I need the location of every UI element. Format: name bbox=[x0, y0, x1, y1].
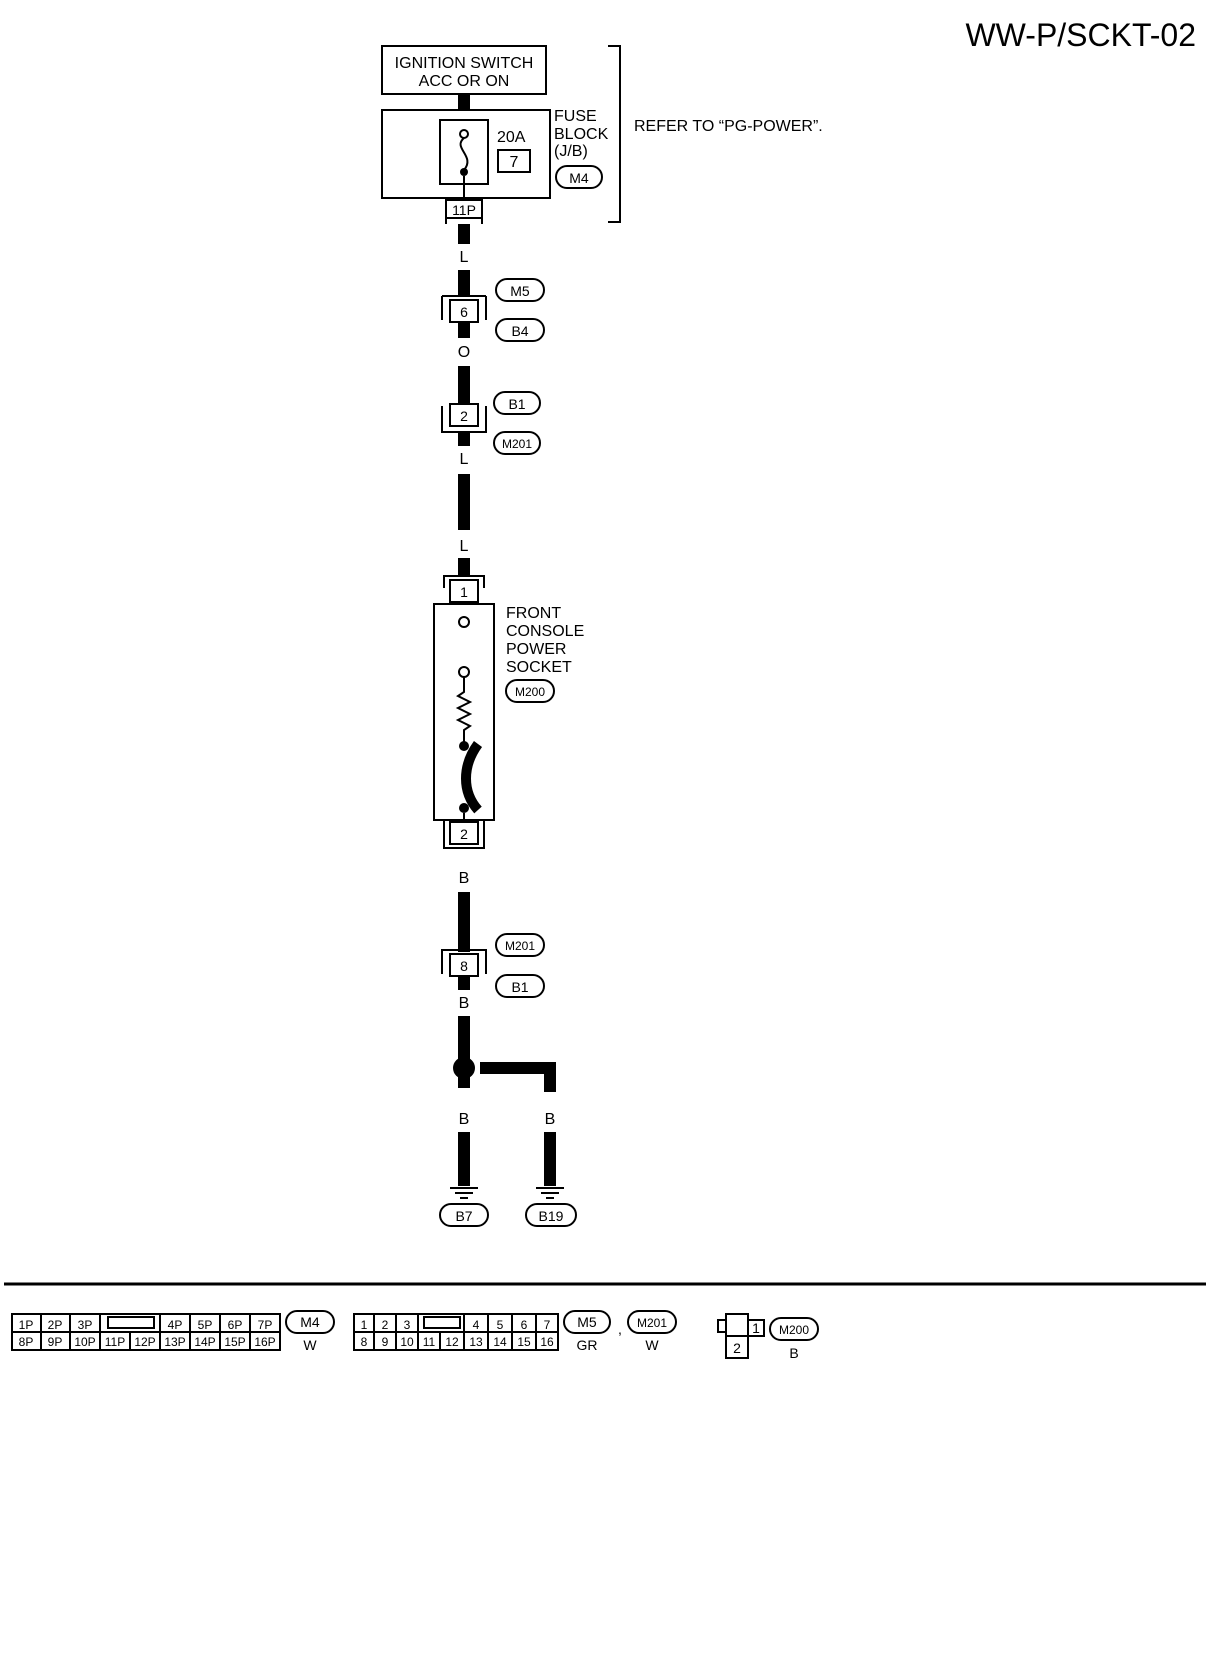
joint-connector-1: M5 6 B4 bbox=[441, 278, 545, 342]
legend-cell: 1P bbox=[19, 1318, 34, 1332]
legend-cell: 8 bbox=[361, 1335, 368, 1349]
socket-label-4: SOCKET bbox=[506, 659, 572, 676]
wire-color-5: B bbox=[459, 870, 470, 887]
bracket bbox=[608, 45, 621, 223]
joint-2-bottom: M201 bbox=[502, 437, 532, 451]
socket-pin-bottom: 2 bbox=[460, 826, 468, 842]
resistor-icon bbox=[455, 677, 473, 744]
wire-color-7: B bbox=[459, 1111, 470, 1128]
legend-cell: 13 bbox=[469, 1335, 483, 1349]
fuse-number: 7 bbox=[510, 154, 519, 171]
legend-cell: 12P bbox=[134, 1335, 155, 1349]
fuse-block-label-1: FUSE bbox=[554, 108, 597, 125]
joint-1-top: M5 bbox=[510, 283, 530, 299]
socket-label-2: CONSOLE bbox=[506, 623, 584, 640]
connector-badge bbox=[555, 165, 603, 189]
legend-cell: 4 bbox=[473, 1318, 480, 1332]
legend-connector-name: M200 bbox=[779, 1323, 809, 1337]
legend-cell: 5P bbox=[198, 1318, 213, 1332]
legend-cell: 3P bbox=[78, 1318, 93, 1332]
wire-color-6: B bbox=[459, 995, 470, 1012]
legend-cell: 14 bbox=[493, 1335, 507, 1349]
joint-2-pin: 2 bbox=[460, 408, 468, 424]
legend-cell: 11P bbox=[105, 1335, 125, 1349]
legend-connector-color: B bbox=[789, 1345, 798, 1361]
legend-connector-name: M201 bbox=[637, 1316, 667, 1330]
legend-cell: 10 bbox=[400, 1335, 414, 1349]
legend-connector-16: 1 2 3 4 5 6 7 8 9 10 11 12 13 14 15 16 M… bbox=[353, 1310, 677, 1353]
legend-cell: 13P bbox=[164, 1335, 185, 1349]
legend-cell: 2 bbox=[382, 1318, 389, 1332]
socket-connector: M200 bbox=[515, 685, 545, 699]
legend-cell: 16 bbox=[540, 1335, 554, 1349]
legend-cell: 15 bbox=[517, 1335, 531, 1349]
fuse-connector: M4 bbox=[569, 170, 589, 186]
fuse-block-label-3: (J/B) bbox=[554, 143, 588, 160]
legend-cell: 1 bbox=[752, 1320, 760, 1336]
legend-cell: 11 bbox=[423, 1335, 436, 1349]
joint-3-pin: 8 bbox=[460, 958, 468, 974]
ignition-label-2: ACC OR ON bbox=[419, 73, 510, 90]
legend-cell: 1 bbox=[361, 1318, 368, 1332]
legend-cell: 7 bbox=[544, 1318, 551, 1332]
joint-3-top: M201 bbox=[505, 939, 535, 953]
ignition-label-1: IGNITION SWITCH bbox=[395, 55, 534, 72]
legend-connector-name: M5 bbox=[577, 1314, 597, 1330]
legend-cell: 14P bbox=[194, 1335, 215, 1349]
socket-label-3: POWER bbox=[506, 641, 566, 658]
ground-icon bbox=[536, 1187, 564, 1199]
fuse-rating: 20A bbox=[497, 129, 526, 146]
legend-separator: , bbox=[618, 1321, 622, 1337]
fuse-icon bbox=[459, 137, 469, 171]
joint-connector-3: M201 8 B1 bbox=[441, 933, 545, 998]
legend-connector-2p: 1 2 M200 B bbox=[717, 1313, 819, 1361]
diagram-title: WW-P/SCKT-02 bbox=[965, 17, 1196, 53]
wire-color-3: L bbox=[460, 451, 469, 468]
legend-cell: 12 bbox=[445, 1335, 459, 1349]
legend-cell: 10P bbox=[74, 1335, 95, 1349]
legend-cell: 3 bbox=[404, 1318, 411, 1332]
legend-cell: 6 bbox=[521, 1318, 528, 1332]
wire-color-8: B bbox=[545, 1111, 556, 1128]
wire-color-4: L bbox=[460, 538, 469, 555]
legend-cell: 2 bbox=[733, 1340, 741, 1356]
wire-color-2: O bbox=[458, 344, 470, 361]
legend-cell: 5 bbox=[497, 1318, 504, 1332]
wire-color-1: L bbox=[460, 249, 469, 266]
legend-cell: 9P bbox=[48, 1335, 63, 1349]
legend-cell: 16P bbox=[254, 1335, 275, 1349]
fuse-block-label-2: BLOCK bbox=[554, 126, 609, 143]
legend-cell: 6P bbox=[228, 1318, 243, 1332]
joint-1-pin: 6 bbox=[460, 304, 468, 320]
joint-connector-2: B1 2 M201 bbox=[441, 391, 541, 455]
socket-pin-top: 1 bbox=[460, 584, 468, 600]
ignition-switch: IGNITION SWITCH ACC OR ON bbox=[381, 45, 547, 95]
legend-cell: 4P bbox=[168, 1318, 183, 1332]
fuse-terminal: 11P bbox=[452, 202, 476, 218]
legend-cell: 7P bbox=[258, 1318, 273, 1332]
socket-contact-icon bbox=[461, 741, 483, 814]
joint-2-top: B1 bbox=[508, 396, 525, 412]
splice-point bbox=[453, 1057, 475, 1079]
ground-b7: B7 bbox=[455, 1208, 472, 1224]
legend-connector-name: M4 bbox=[300, 1314, 320, 1330]
fuse-block: 20A 7 FUSE BLOCK (J/B) M4 11P bbox=[381, 108, 609, 224]
ground-icon bbox=[450, 1187, 478, 1199]
refer-note: REFER TO “PG-POWER”. bbox=[634, 118, 823, 135]
legend-cell: 8P bbox=[19, 1335, 34, 1349]
legend-connector-color: GR bbox=[577, 1337, 598, 1353]
legend-cell: 2P bbox=[48, 1318, 63, 1332]
legend-cell: 15P bbox=[224, 1335, 245, 1349]
socket-label-1: FRONT bbox=[506, 605, 561, 622]
legend-connector-color: W bbox=[645, 1337, 659, 1353]
legend-cell: 9 bbox=[382, 1335, 389, 1349]
ground-b19: B19 bbox=[539, 1208, 564, 1224]
legend-connector-16p: 1P 2P 3P 4P 5P 6P 7P 8P 9P 10P 11P 12P 1… bbox=[11, 1310, 335, 1353]
joint-3-bottom: B1 bbox=[511, 979, 528, 995]
joint-1-bottom: B4 bbox=[511, 323, 528, 339]
legend-connector-color: W bbox=[303, 1337, 317, 1353]
power-socket: 1 2 FRONT CONSOLE POWER SOCKET M200 bbox=[433, 575, 584, 849]
